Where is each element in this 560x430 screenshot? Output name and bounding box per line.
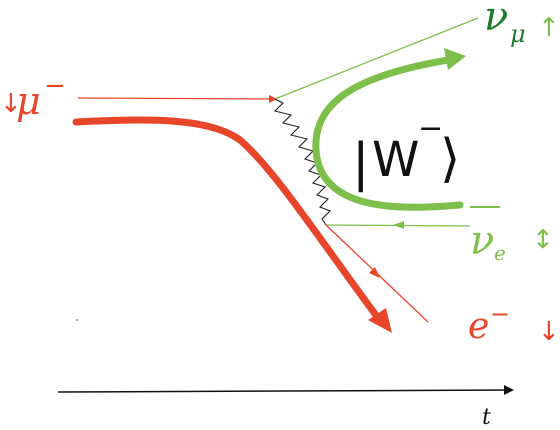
- electron-antineutrino-label: ν: [470, 218, 494, 264]
- w-ket-right: ⟩: [440, 129, 460, 189]
- w-ket-left: |: [352, 133, 370, 193]
- electron-label: e: [468, 306, 489, 347]
- electron-arrowhead: [369, 267, 380, 278]
- muon-spin-arrow: ↓: [0, 89, 22, 119]
- time-axis-label: t: [482, 405, 491, 430]
- electron-charge: −: [490, 300, 510, 328]
- muon-neutrino-subscript: μ: [510, 20, 526, 48]
- muon-charge: −: [44, 71, 66, 101]
- muon-label: μ: [16, 79, 41, 123]
- thick-muon-electron-trajectory: [72, 116, 382, 322]
- w-ket-symbol: W: [372, 132, 419, 188]
- w-ket-charge: −: [418, 111, 443, 146]
- time-axis: [57, 385, 514, 396]
- thick-green-arrowhead: [444, 48, 466, 70]
- electron-antineutrino-spin-arrow: ↕: [532, 225, 554, 255]
- muon-neutrino-label: ν: [484, 0, 508, 40]
- muon-neutrino-line: [274, 17, 479, 100]
- thick-red-arrowhead: [368, 308, 392, 333]
- electron-spin-arrow: ↓: [538, 317, 560, 347]
- thick-w-trajectory: [312, 56, 464, 211]
- electron-antineutrino-arrowhead: [393, 221, 404, 229]
- muon-neutrino-spin-arrow: ↑: [538, 13, 560, 43]
- electron-antineutrino-subscript: e: [494, 241, 506, 265]
- muon-line: [77, 94, 277, 103]
- w-boson-propagator: [273, 98, 331, 226]
